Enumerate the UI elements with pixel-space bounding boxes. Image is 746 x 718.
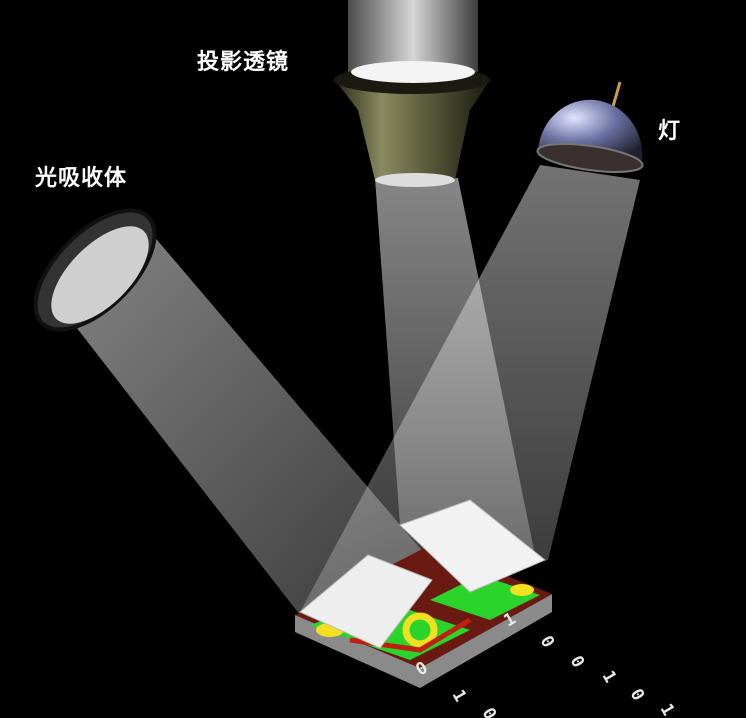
bit: 0 bbox=[536, 633, 558, 652]
projection-lens bbox=[334, 0, 490, 187]
light-absorber-label: 光吸收体 bbox=[35, 166, 128, 191]
lamp bbox=[536, 81, 644, 173]
absorber-beam bbox=[55, 220, 430, 615]
projection-lens-label: 投影透镜 bbox=[197, 50, 290, 75]
bit: 0 bbox=[626, 686, 648, 705]
lamp-label: 灯 bbox=[658, 119, 682, 144]
micromirror-off bbox=[299, 554, 433, 649]
projection-beam bbox=[375, 178, 535, 555]
dmd-chip: 0 1 bbox=[295, 499, 552, 688]
light-absorber bbox=[33, 208, 157, 332]
bit: 1 bbox=[598, 668, 620, 687]
bit: 1 bbox=[656, 701, 678, 718]
micromirror-on bbox=[399, 499, 546, 593]
bit: 0 bbox=[478, 705, 500, 718]
bit: 1 bbox=[448, 687, 470, 706]
bit: 0 bbox=[566, 653, 588, 672]
